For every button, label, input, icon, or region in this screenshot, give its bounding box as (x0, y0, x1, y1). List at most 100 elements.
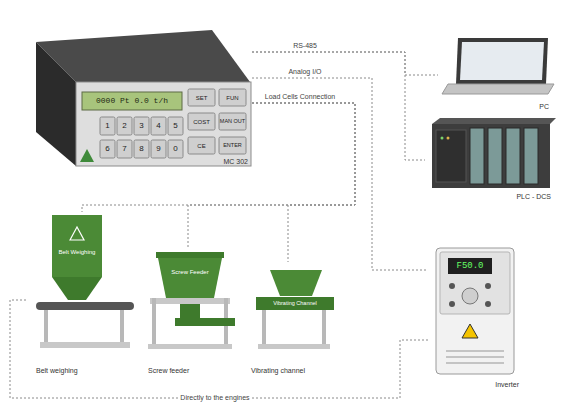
led (447, 137, 450, 140)
warning-sign (462, 324, 478, 338)
screw-tube (175, 318, 235, 326)
logo (80, 149, 94, 162)
node-label: PC (539, 103, 549, 111)
inverter-button (485, 283, 491, 289)
hopper-cone (52, 277, 102, 300)
chute-label: Vibrating Channel (256, 298, 334, 309)
key-label: COST (188, 113, 215, 130)
inverter-body (436, 248, 514, 374)
pc-illustration (442, 38, 554, 94)
key (188, 137, 215, 154)
controller-side (36, 42, 76, 166)
node-label: Inverter (495, 381, 519, 389)
inverter-knob (462, 288, 478, 304)
hopper-label: Screw Feeder (162, 267, 218, 277)
key (219, 113, 246, 130)
frame-leg (152, 298, 156, 348)
logo (70, 227, 84, 240)
vibrating-channel-illustration (256, 270, 334, 349)
key-label: MAN OUT (219, 113, 246, 130)
node-label-group: PC (539, 103, 549, 111)
node-label: Vibrating channel (251, 367, 305, 375)
frame-base (148, 344, 232, 349)
key-label: 0 (168, 140, 183, 158)
node-label-group: Belt weighing (36, 367, 78, 375)
plc-rack (432, 124, 550, 188)
frame-leg (322, 310, 326, 346)
connector-label: Load Cells Connection (263, 93, 337, 101)
hopper-rim (156, 252, 224, 258)
node-label-group: Screw feeder (148, 367, 189, 375)
connector (252, 78, 428, 270)
frame-top (150, 298, 230, 304)
plc-module (488, 128, 502, 184)
node-label: Screw feeder (148, 367, 189, 375)
frame-leg (262, 310, 266, 346)
key (117, 117, 132, 135)
key (117, 140, 132, 158)
node-label-group: Vibrating channel (251, 367, 305, 375)
inverter-button (485, 301, 491, 307)
key-label: 4 (151, 117, 166, 135)
connector (252, 52, 425, 160)
vent (446, 362, 504, 364)
key (151, 117, 166, 135)
connector-label: Analog I/O (286, 68, 323, 76)
chute (256, 297, 334, 310)
connector-label: RS-485 (291, 42, 319, 50)
hopper (158, 258, 222, 298)
key-label: ENTER (219, 137, 246, 154)
controller-front (76, 82, 251, 166)
key (188, 89, 215, 106)
hopper (270, 270, 322, 296)
key-label: 3 (134, 117, 149, 135)
frame-base (258, 344, 330, 349)
laptop-screen (456, 38, 548, 84)
plc-cpu (436, 130, 466, 182)
controller-unit: MC 302 (30, 28, 252, 168)
key (151, 140, 166, 158)
key (134, 117, 149, 135)
laptop-display (460, 42, 544, 80)
connector-label: Directly to the engines (178, 394, 251, 402)
node-label-group: MC 302 (223, 158, 248, 166)
outlet (180, 304, 200, 318)
inverter-button (449, 283, 455, 289)
plc-top (432, 118, 556, 124)
key-label: 6 (100, 140, 115, 158)
node-label: Belt weighing (36, 367, 78, 375)
node-label-group: Inverter (495, 381, 519, 389)
vent (446, 350, 504, 352)
plc-module (524, 128, 538, 184)
node-label-group: PLC - DCS (516, 193, 551, 201)
key-label: CE (188, 137, 215, 154)
key (100, 140, 115, 158)
inverter-illustration (436, 248, 514, 374)
inverter-panel (440, 252, 510, 314)
connector (252, 52, 438, 75)
inverter-node: Inverter (428, 243, 523, 391)
plc-module (470, 128, 484, 184)
key-label: 7 (117, 140, 132, 158)
key-label: FUN (219, 89, 246, 106)
key (100, 117, 115, 135)
key-label: 2 (117, 117, 132, 135)
plc-node: PLC - DCS (425, 118, 555, 203)
connector (10, 300, 428, 398)
inverter-button (449, 301, 455, 307)
screw-feeder-illustration (148, 252, 235, 349)
node-label: PLC - DCS (516, 193, 551, 201)
pc-node: PC (438, 35, 553, 113)
inverter-readout: F50.0 (448, 258, 492, 274)
inverter-display (448, 258, 492, 274)
connector (252, 103, 355, 262)
key (168, 140, 183, 158)
lcd-readout: 0000 Pt 0.0 t/h (83, 93, 181, 109)
frame-leg (120, 310, 124, 346)
plc-module (506, 128, 520, 184)
conveyor-belt (36, 302, 134, 310)
